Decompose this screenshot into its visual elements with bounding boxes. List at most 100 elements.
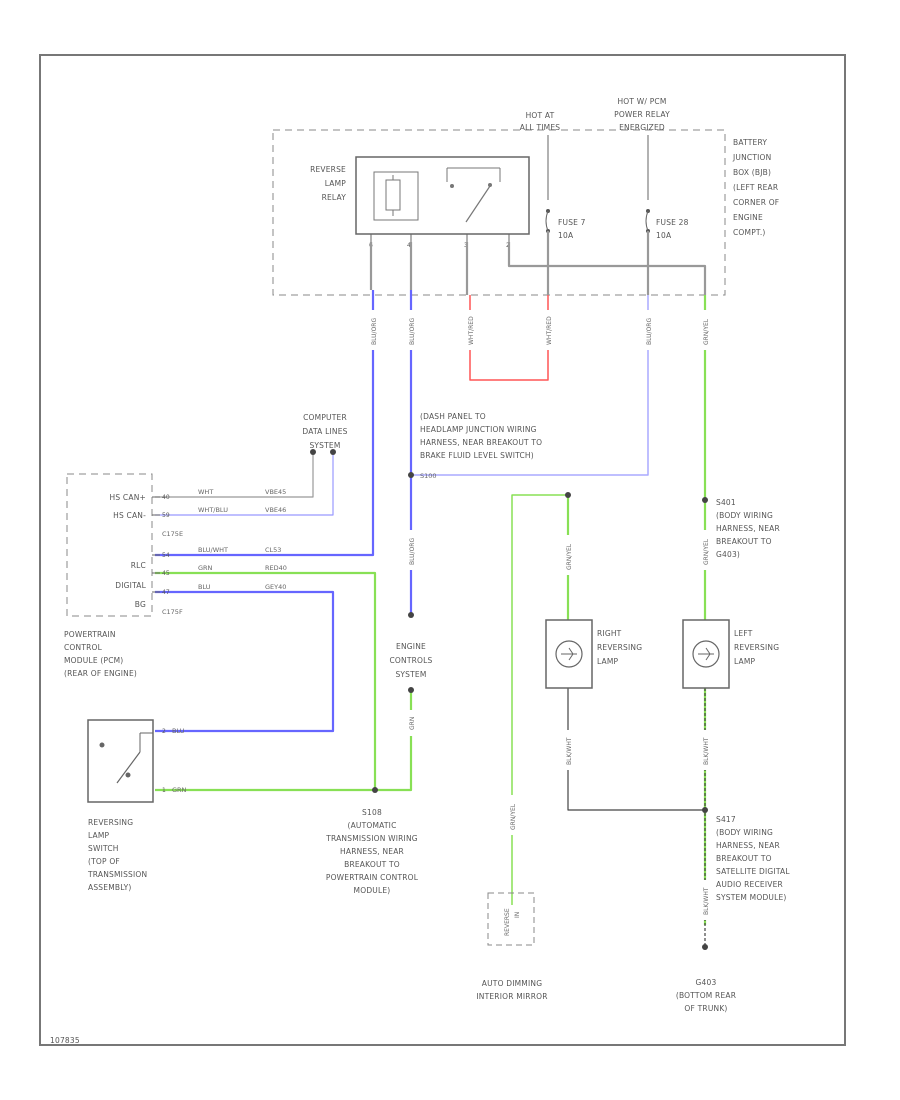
pcm-name-3: (REAR OF ENGINE) [64, 669, 137, 678]
pcm-pin-0: 40 [162, 494, 170, 501]
computer-data-lines-label: COMPUTER DATA LINES SYSTEM [302, 413, 347, 450]
ground-2: OF TRUNK) [684, 1004, 727, 1013]
s417-0: S417 [716, 815, 736, 824]
pcm-name-0: POWERTRAIN [64, 630, 116, 639]
switch-name-2: SWITCH [88, 844, 119, 853]
pcm-pin-5: 47 [162, 589, 170, 596]
pcm-conn-0: VBE45 [265, 488, 286, 496]
pcm-c175f: C175F [162, 608, 183, 616]
s108-4: BREAKOUT TO [344, 860, 400, 869]
vwl-13: BLK/WHT [703, 887, 710, 915]
switch-name-5: ASSEMBLY) [88, 883, 132, 892]
mirror-inner-0: REVERSE [504, 908, 511, 936]
vwl-6: BLU/ORG [409, 538, 416, 565]
hot-at-all-0: HOT AT [526, 111, 555, 120]
switch-pin-2: 2 [162, 728, 166, 735]
s108-splice-label: S108 (AUTOMATIC TRANSMISSION WIRING HARN… [325, 808, 419, 895]
pcm-name-2: MODULE (PCM) [64, 656, 123, 665]
pcm-wire-1: WHT/BLU [198, 506, 228, 514]
s417-4: SATELLITE DIGITAL [716, 867, 790, 876]
s100-line-2: HEADLAMP JUNCTION WIRING [420, 425, 537, 434]
s401-4: G403) [716, 550, 740, 559]
hot-pcm-1: POWER RELAY [614, 110, 670, 119]
vwl-3: WHT/RED [546, 316, 553, 345]
hot-pcm-2: ENERGIZED [619, 123, 665, 132]
pcm-signal-1: HS CAN- [113, 511, 146, 520]
fuse28-label-0: FUSE 28 [656, 218, 689, 227]
s417-3: BREAKOUT TO [716, 854, 772, 863]
auto-dimming-mirror: REVERSE IN AUTO DIMMING INTERIOR MIRROR [476, 892, 547, 1001]
mirror-name-0: AUTO DIMMING [482, 979, 542, 988]
cdl-1: DATA LINES [302, 427, 347, 436]
bjb-label-5: ENGINE [733, 213, 763, 222]
engine-controls-label: ENGINE CONTROLS SYSTEM [390, 642, 433, 679]
fuse-7 [545, 135, 550, 233]
left-reversing-lamp: LEFT REVERSING LAMP [682, 619, 779, 689]
ground-g403: G403 (BOTTOM REAR OF TRUNK) [676, 978, 736, 1013]
s100-tag: S100 [420, 472, 437, 480]
s100-line-3: HARNESS, NEAR BREAKOUT TO [420, 438, 542, 447]
vwl-2: WHT/RED [468, 316, 475, 345]
pcm-pin-4: 45 [162, 570, 170, 577]
s417-6: SYSTEM MODULE) [716, 893, 787, 902]
left-lamp-2: LAMP [734, 657, 756, 666]
vertical-wire-labels: BLU/ORG BLU/ORG WHT/RED WHT/RED BLU/ORG … [366, 310, 712, 920]
switch-wire-1: GRN [172, 786, 187, 794]
s108-0: S108 [362, 808, 382, 817]
relay-name-1: LAMP [325, 179, 347, 188]
diagram-frame [39, 54, 846, 1046]
footer-id: 107835 [50, 1036, 80, 1045]
ecs-0: ENGINE [396, 642, 426, 651]
vwl-0: BLU/ORG [371, 318, 378, 345]
vwl-5: GRN/YEL [703, 318, 710, 345]
left-lamp-1: REVERSING [734, 643, 779, 652]
relay-pin-4: 4 [407, 242, 411, 249]
fuse28-label-1: 10A [656, 231, 672, 240]
switch-name-3: (TOP OF [88, 857, 120, 866]
relay-name-0: REVERSE [310, 165, 346, 174]
pcm-signal-5: BG [135, 600, 146, 609]
vwl-12: GRN [409, 717, 416, 730]
relay-name-2: RELAY [322, 193, 347, 202]
pcm-pin-3: 54 [162, 552, 170, 559]
switch-wire-2: BLU [172, 727, 185, 735]
switch-name-1: LAMP [88, 831, 110, 840]
bjb-label-6: COMPT.) [733, 228, 766, 237]
pcm-signal-0: HS CAN+ [110, 493, 146, 502]
hot-at-all-1: ALL TIMES [520, 123, 560, 132]
mirror-inner-1: IN [514, 912, 521, 918]
cdl-2: SYSTEM [309, 441, 340, 450]
s417-2: HARNESS, NEAR [716, 841, 780, 850]
right-reversing-lamp: RIGHT REVERSING LAMP [545, 619, 642, 689]
fuse7-label-0: FUSE 7 [558, 218, 586, 227]
s417-5: AUDIO RECEIVER [716, 880, 783, 889]
pcm-conn-4: RED40 [265, 564, 287, 572]
fuse7-label-1: 10A [558, 231, 574, 240]
right-lamp-1: REVERSING [597, 643, 642, 652]
s108-2: TRANSMISSION WIRING [325, 834, 418, 843]
cdl-0: COMPUTER [303, 413, 347, 422]
vwl-9: GRN/YEL [510, 803, 517, 830]
vwl-1: BLU/ORG [409, 318, 416, 345]
pcm-wire-4: GRN [198, 564, 213, 572]
switch-name-4: TRANSMISSION [87, 870, 147, 879]
s417-1: (BODY WIRING [716, 828, 773, 837]
reversing-lamp-switch: 2 BLU 1 GRN REVERSING LAMP SWITCH (TOP O… [87, 719, 187, 892]
pcm-wire-0: WHT [198, 488, 213, 496]
s100-line-4: BRAKE FLUID LEVEL SWITCH) [420, 451, 534, 460]
fuse-28 [645, 135, 650, 233]
pcm-name-1: CONTROL [64, 643, 103, 652]
s401-0: S401 [716, 498, 736, 507]
s108-5: POWERTRAIN CONTROL [326, 873, 419, 882]
s401-2: HARNESS, NEAR [716, 524, 780, 533]
s108-1: (AUTOMATIC [347, 821, 396, 830]
s401-1: (BODY WIRING [716, 511, 773, 520]
switch-pin-1: 1 [162, 787, 166, 794]
switch-name-0: REVERSING [88, 818, 133, 827]
ground-0: G403 [696, 978, 717, 987]
bjb-label-2: BOX (BJB) [733, 168, 771, 177]
pcm-pin-1: 59 [162, 512, 170, 519]
mirror-name-1: INTERIOR MIRROR [476, 992, 547, 1001]
hot-pcm-0: HOT W/ PCM [617, 97, 666, 106]
bjb-label-3: (LEFT REAR [733, 183, 778, 192]
